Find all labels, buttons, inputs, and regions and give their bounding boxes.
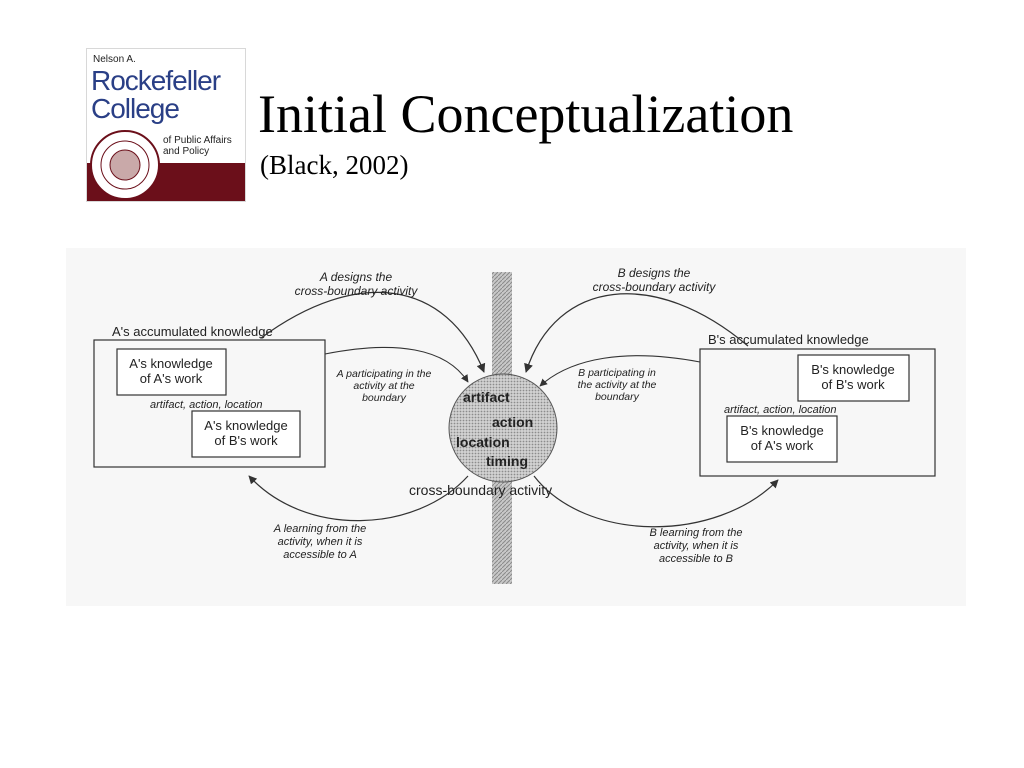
a-knowledge-of-a-work-box — [116, 348, 227, 396]
a-designs-line1: A designs the — [319, 270, 393, 284]
a-learning-arrow — [248, 475, 469, 522]
b-knowledge-of-a-work-box — [726, 415, 838, 463]
logo-wordmark-2: College — [91, 93, 180, 124]
a-designs-arrow — [260, 291, 486, 373]
logo-small-text: Nelson A. — [93, 54, 136, 65]
b-designs-arrow — [524, 293, 749, 373]
b-knowledge-of-b-line1: B's knowledge — [811, 362, 894, 377]
a-participating-line2: activity at the — [353, 380, 414, 392]
a-knowledge-of-a-line1: A's knowledge — [129, 356, 212, 371]
b-learning-arrow — [533, 475, 779, 528]
b-learning-line2: activity, when it is — [654, 540, 739, 552]
b-participating-line1: B participating in — [578, 367, 656, 379]
slide-subtitle: (Black, 2002) — [260, 150, 409, 180]
diagram-canvas: A's accumulated knowledge A's knowledge … — [93, 266, 936, 584]
a-learning-line1: A learning from the — [273, 523, 367, 535]
b-knowledge-of-a-line1: B's knowledge — [740, 423, 823, 438]
b-accumulated-knowledge-box — [699, 348, 936, 477]
b-items-label: artifact, action, location — [724, 404, 837, 416]
a-knowledge-of-b-line2: of B's work — [214, 433, 278, 448]
a-knowledge-of-b-line1: A's knowledge — [204, 418, 287, 433]
cross-boundary-activity-label: cross-boundary activity — [409, 482, 552, 498]
a-participating-line3: boundary — [362, 392, 407, 404]
b-learning-line1: B learning from the — [650, 527, 743, 539]
a-learning-line3: accessible to A — [283, 549, 357, 561]
slide-title: Initial Conceptualization — [258, 84, 794, 144]
circle-label-location: location — [456, 434, 510, 450]
b-knowledge-of-b-work-box — [797, 354, 910, 402]
a-designs-line2: cross-boundary activity — [295, 284, 419, 298]
conceptual-diagram: A's accumulated knowledge A's knowledge … — [66, 248, 966, 606]
a-items-label: artifact, action, location — [150, 399, 263, 411]
logo-wordmark-1: Rockefeller — [91, 65, 221, 96]
a-learning-line2: activity, when it is — [278, 536, 363, 548]
b-participating-line3: boundary — [595, 391, 640, 403]
a-participating-line1: A participating in the — [336, 368, 432, 380]
a-knowledge-of-a-line2: of A's work — [140, 371, 203, 386]
a-accumulated-knowledge-box — [93, 339, 326, 468]
circle-label-action: action — [492, 414, 533, 430]
b-learning-line3: accessible to B — [659, 553, 733, 565]
b-accumulated-label: B's accumulated knowledge — [708, 332, 869, 347]
b-designs-line2: cross-boundary activity — [593, 280, 717, 294]
b-participating-arrow — [539, 355, 701, 387]
logo-subtext-1: of Public Affairs — [163, 135, 232, 146]
a-accumulated-label: A's accumulated knowledge — [112, 324, 273, 339]
b-designs-line1: B designs the — [618, 266, 691, 280]
logo-subtext-2: and Policy — [163, 146, 210, 157]
b-knowledge-of-a-line2: of A's work — [751, 438, 814, 453]
b-knowledge-of-b-line2: of B's work — [821, 377, 885, 392]
a-participating-arrow — [324, 346, 469, 383]
cross-boundary-activity-circle — [448, 373, 558, 483]
a-knowledge-of-b-work-box — [191, 410, 301, 458]
circle-label-timing: timing — [486, 453, 528, 469]
b-participating-line2: the activity at the — [578, 379, 657, 391]
college-logo: Nelson A. Rockefeller College of Public … — [86, 48, 246, 202]
university-seal-icon — [90, 130, 160, 200]
circle-label-artifact: artifact — [463, 389, 510, 405]
